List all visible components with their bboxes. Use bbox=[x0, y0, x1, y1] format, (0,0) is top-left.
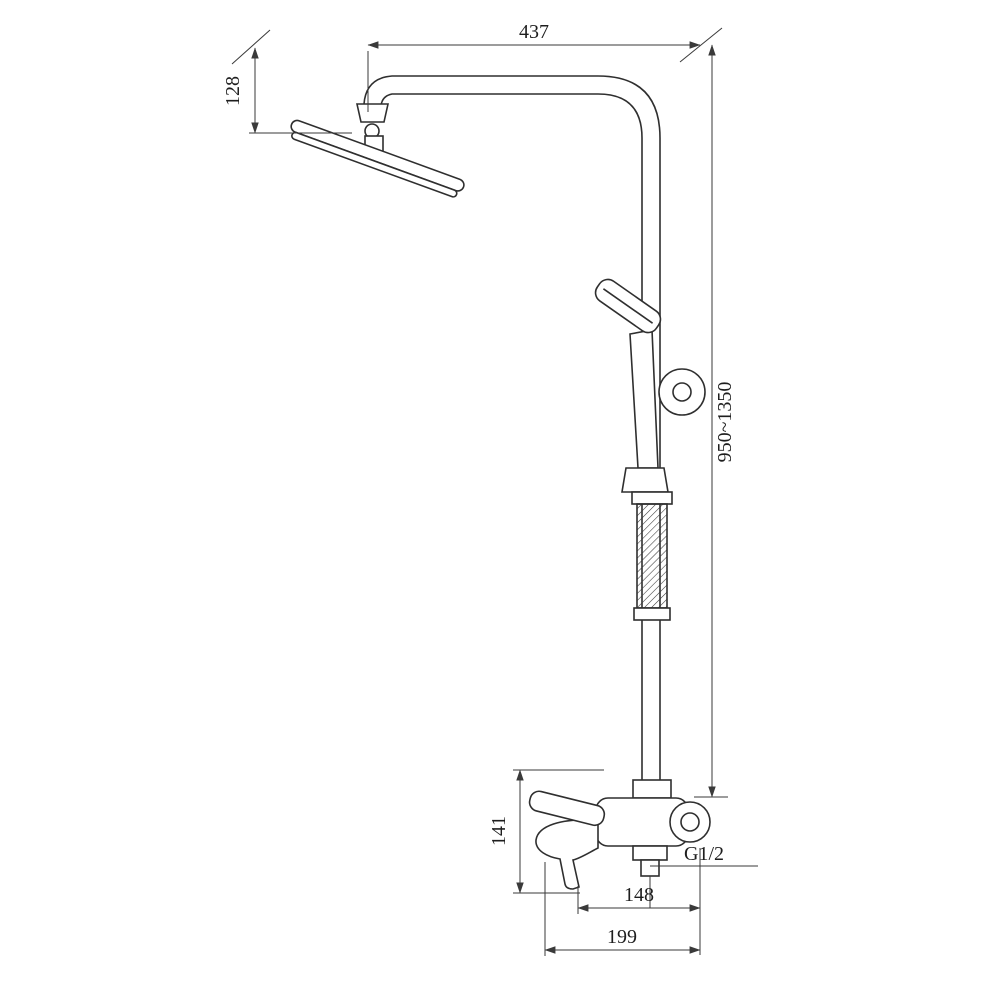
valve-top-nut bbox=[632, 779, 672, 799]
dim-top-width: 437 bbox=[367, 21, 723, 112]
oblique-extension-left bbox=[231, 29, 271, 65]
dim-head-drop-label: 128 bbox=[222, 76, 244, 106]
dim-base-width-label: 199 bbox=[607, 926, 637, 948]
slider-knob-center bbox=[672, 382, 692, 402]
riser-and-top-pipe bbox=[363, 75, 661, 782]
dim-top-width-label: 437 bbox=[519, 21, 549, 43]
mixer-lever bbox=[528, 790, 606, 827]
dim-head-drop: 128 bbox=[222, 29, 352, 134]
outlet-stub bbox=[640, 859, 660, 877]
dim-thread: G1/2 bbox=[649, 843, 758, 908]
ribbed-top-nut bbox=[631, 491, 673, 505]
hand-shower-handle bbox=[629, 329, 659, 469]
dim-spout-height-label: 141 bbox=[488, 816, 510, 846]
dim-column-height: 950~1350 bbox=[694, 44, 736, 798]
hand-shower-holder-cone bbox=[621, 467, 669, 493]
dim-column-height-label: 950~1350 bbox=[714, 382, 736, 463]
dim-thread-label: G1/2 bbox=[684, 843, 724, 865]
slider-knob bbox=[658, 368, 706, 416]
mixer-valve bbox=[528, 779, 711, 890]
outlet-nut bbox=[632, 845, 668, 861]
ribbed-bottom-nut bbox=[633, 607, 671, 621]
tub-spout bbox=[535, 818, 599, 890]
dim-spout-height: 141 bbox=[488, 769, 604, 894]
hand-shower bbox=[594, 278, 669, 493]
ribbed-sleeve bbox=[636, 503, 668, 609]
oblique-extension-right bbox=[679, 27, 723, 63]
valve-knob-center bbox=[680, 812, 700, 832]
hand-shower-face-line bbox=[602, 288, 654, 324]
head-connector-nut bbox=[356, 103, 389, 123]
rain-shower-head bbox=[290, 103, 465, 198]
dim-outlet-offset-label: 148 bbox=[624, 884, 654, 906]
dim-outlet-offset: 148 bbox=[577, 848, 701, 955]
dim-base-width: 199 bbox=[544, 862, 701, 956]
head-plate-bottom bbox=[291, 131, 458, 198]
adjustable-section bbox=[631, 491, 673, 621]
